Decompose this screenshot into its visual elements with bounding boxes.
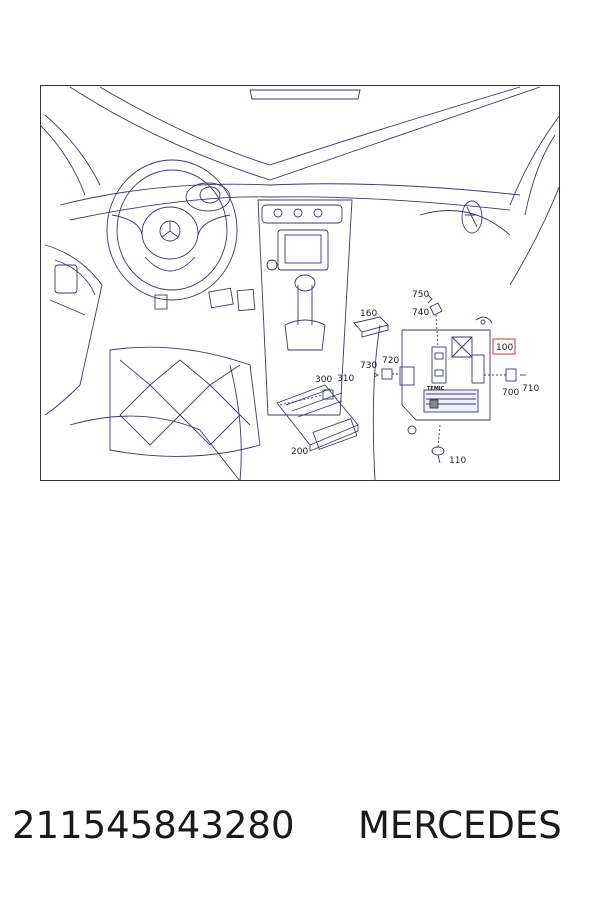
callout-710: 710 — [522, 384, 539, 394]
part-200 — [276, 384, 359, 452]
footer: 211545843280 MERCEDES — [0, 800, 600, 870]
callout-740: 740 — [412, 308, 429, 318]
callout-100-highlight — [492, 338, 516, 355]
part-720 — [373, 368, 400, 380]
callout-310: 310 — [337, 374, 354, 384]
car-interior-drawing — [40, 86, 560, 481]
part-300 — [279, 389, 343, 406]
part-110-screw — [431, 424, 445, 464]
parts-diagram: 100 110 160 200 300 310 700 710 720 730 … — [40, 85, 560, 481]
part-number: 211545843280 — [12, 804, 295, 847]
callout-750: 750 — [412, 290, 429, 300]
part-700 — [484, 368, 526, 382]
callout-730: 730 — [360, 361, 377, 371]
callout-300: 300 — [315, 375, 332, 385]
callout-200: 200 — [291, 447, 308, 457]
part-100-control-unit — [399, 316, 493, 435]
callout-720: 720 — [382, 356, 399, 366]
diagram-svg: 100 110 160 200 300 310 700 710 720 730 … — [40, 85, 560, 481]
module-label: TEMIC — [427, 386, 445, 392]
brand-name: MERCEDES — [358, 804, 562, 847]
callout-160: 160 — [360, 309, 377, 319]
part-740 — [427, 294, 443, 348]
diagram-border — [40, 85, 560, 481]
callout-100: 100 — [496, 343, 513, 353]
part-160 — [353, 316, 389, 338]
callout-110: 110 — [449, 456, 466, 466]
callout-700: 700 — [502, 388, 519, 398]
